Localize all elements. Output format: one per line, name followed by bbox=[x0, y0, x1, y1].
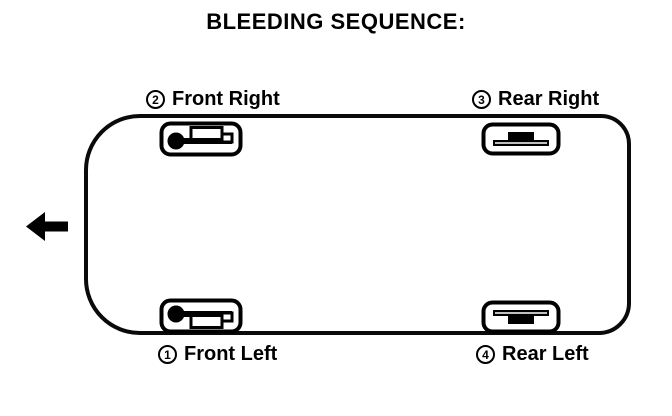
page-title: BLEEDING SEQUENCE: bbox=[206, 9, 466, 34]
front-right-caliper-icon bbox=[159, 121, 243, 157]
label-front-left: 1 Front Left bbox=[158, 343, 277, 366]
label-front-right: 2 Front Right bbox=[146, 88, 280, 111]
step-number-1: 1 bbox=[158, 345, 177, 364]
label-rear-left-text: Rear Left bbox=[502, 343, 589, 365]
step-number-2: 2 bbox=[146, 90, 165, 109]
label-rear-right-text: Rear Right bbox=[498, 88, 600, 110]
step-number-4: 4 bbox=[476, 345, 495, 364]
label-rear-right: 3 Rear Right bbox=[472, 88, 599, 111]
label-front-left-text: Front Left bbox=[184, 343, 278, 365]
label-front-right-text: Front Right bbox=[172, 88, 280, 110]
step-number-3: 3 bbox=[472, 90, 491, 109]
front-direction-arrow-icon bbox=[26, 212, 68, 241]
rear-right-wheel-cylinder-icon bbox=[481, 122, 561, 156]
rear-left-wheel-cylinder-icon bbox=[481, 300, 561, 334]
vehicle-outline bbox=[84, 114, 631, 335]
label-rear-left: 4 Rear Left bbox=[476, 343, 589, 366]
front-left-caliper-icon bbox=[159, 298, 243, 334]
